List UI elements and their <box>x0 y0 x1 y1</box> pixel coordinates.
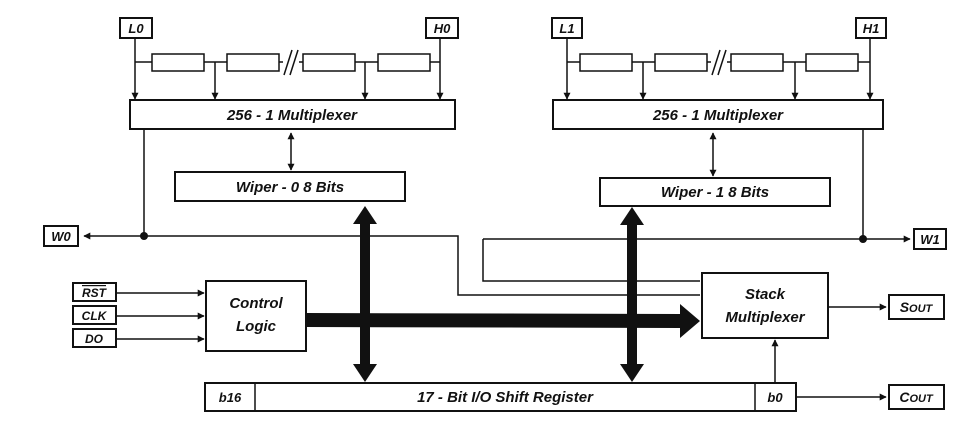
shift-register-block: b16 17 - Bit I/O Shift Register b0 <box>204 382 797 412</box>
resistor <box>226 53 280 72</box>
resistor <box>377 53 431 72</box>
wiper-1-label: Wiper - 1 8 Bits <box>661 184 769 201</box>
w0-junction <box>140 232 148 240</box>
shift-register-b0: b0 <box>767 390 783 405</box>
stack-feed-upper <box>482 239 700 282</box>
multiplexer-1-label: 256 - 1 Multiplexer <box>652 107 784 124</box>
multiplexer-0-label: 256 - 1 Multiplexer <box>226 107 358 124</box>
pin-l1-label: L1 <box>559 21 574 36</box>
stack-multiplexer-label-2: Multiplexer <box>725 309 805 326</box>
pin-cout: COUT <box>888 384 945 410</box>
pin-clk-label: CLK <box>82 309 108 323</box>
pin-w0-label: W0 <box>51 229 71 244</box>
control-logic-block: Control Logic <box>205 280 307 352</box>
pin-h1-label: H1 <box>863 21 880 36</box>
multiplexer-1: 256 - 1 Multiplexer <box>552 99 884 130</box>
pin-h1: H1 <box>855 17 887 39</box>
pin-cout-sub: OUT <box>909 393 934 405</box>
pin-w1: W1 <box>913 228 947 250</box>
stack-multiplexer-label-1: Stack <box>745 286 786 303</box>
resistor <box>151 53 205 72</box>
stack-feed-lower <box>420 235 700 296</box>
w1-junction <box>859 235 867 243</box>
pin-rst-label: RST <box>82 286 108 300</box>
resistor <box>654 53 708 72</box>
shift-register-b16: b16 <box>219 390 242 405</box>
wiper-0-label: Wiper - 0 8 Bits <box>236 179 344 196</box>
pin-clk: CLK <box>72 305 117 325</box>
resistor-chain-0 <box>131 46 444 100</box>
pin-w1-label: W1 <box>920 232 940 247</box>
multiplexer-0: 256 - 1 Multiplexer <box>129 99 456 130</box>
pin-sout-sub: OUT <box>909 303 934 315</box>
wiper0-data-bus <box>353 206 377 382</box>
shift-register-label: 17 - Bit I/O Shift Register <box>417 389 594 406</box>
pin-sout: SOUT <box>888 294 945 320</box>
resistor <box>579 53 633 72</box>
wiper1-data-bus <box>620 207 644 382</box>
pin-sout-main: S <box>900 299 910 315</box>
control-logic-label-1: Control <box>229 295 283 312</box>
pin-h0-label: H0 <box>434 21 451 36</box>
wiper-0-register: Wiper - 0 8 Bits <box>174 171 406 202</box>
resistor <box>730 53 784 72</box>
pin-h0: H0 <box>425 17 459 39</box>
pin-l0-label: L0 <box>128 21 144 36</box>
pin-rst: RST <box>72 282 117 302</box>
pin-cout-main: C <box>899 389 910 405</box>
resistor-chain-1 <box>563 46 874 100</box>
control-logic-label-2: Logic <box>236 318 277 335</box>
svg-text:COUT: COUT <box>899 389 934 405</box>
pin-l0: L0 <box>119 17 153 39</box>
pin-w0: W0 <box>43 225 79 247</box>
pin-do-label: DO <box>85 332 104 346</box>
svg-text:SOUT: SOUT <box>900 299 934 315</box>
pin-do: DO <box>72 328 117 348</box>
pin-l1: L1 <box>551 17 583 39</box>
control-to-stack-bus <box>306 304 700 338</box>
resistor <box>302 53 356 72</box>
wiper-1-register: Wiper - 1 8 Bits <box>599 177 831 207</box>
resistor <box>805 53 859 72</box>
stack-multiplexer-block: Stack Multiplexer <box>701 272 829 339</box>
